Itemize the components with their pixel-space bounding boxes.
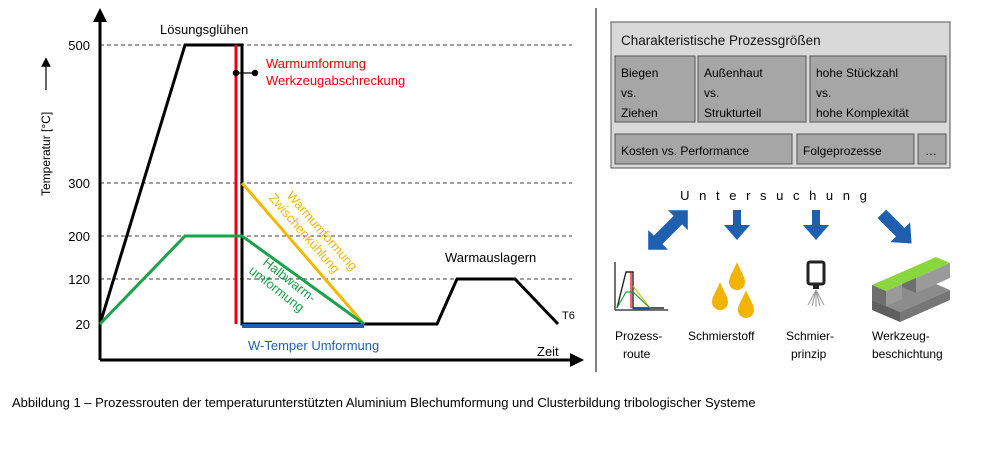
label-wtemper: W-Temper Umformung — [248, 338, 379, 353]
item-label-prinzip: prinzip — [791, 347, 827, 361]
label-warmumformung: Warmumformung — [266, 56, 366, 71]
param-strukturteil: Strukturteil — [704, 106, 761, 120]
item-label-schmier: Schmier- — [786, 329, 834, 343]
item-label-werkzeug: Werkzeug- — [872, 329, 930, 343]
label-warmauslagern: Warmauslagern — [445, 250, 536, 265]
param-kosten: Kosten vs. Performance — [621, 144, 749, 158]
double-arrow-icon — [648, 210, 688, 250]
item-label-prozess: Prozess- — [615, 329, 662, 343]
diagonal-arrow-icon — [877, 209, 912, 244]
process-parameter-panel: Charakteristische Prozessgrößen Biegen v… — [610, 21, 951, 169]
untersuchung-label: U n t e r s u c h u n g — [680, 188, 870, 203]
label-werkzeugabschreckung: Werkzeugabschreckung — [266, 73, 405, 88]
param-komplexitaet: hohe Komplexität — [816, 106, 909, 120]
param-box-folgeprozesse — [796, 133, 915, 165]
param-biegen: Biegen — [621, 66, 658, 80]
param-box-stueckzahl — [809, 55, 947, 123]
param-vs-1: vs. — [621, 86, 636, 100]
param-box-aussenhaut — [697, 55, 807, 123]
figure-caption: Abbildung 1 – Prozessrouten der temperat… — [12, 395, 756, 410]
item-label-route: route — [623, 347, 651, 361]
x-axis-arrow — [570, 353, 584, 367]
param-more: … — [925, 144, 937, 158]
label-t6: T6 — [562, 310, 575, 322]
process-route-icon — [614, 262, 668, 311]
y-tick-300: 300 — [68, 176, 90, 191]
y-tick-200: 200 — [68, 229, 90, 244]
param-vs-3: vs. — [816, 86, 831, 100]
param-aussenhaut: Außenhaut — [704, 66, 763, 80]
item-label-schmierstoff: Schmierstoff — [688, 329, 755, 343]
y-axis-arrow — [93, 8, 107, 22]
down-arrow-icon — [803, 210, 829, 240]
y-tick-500: 500 — [68, 38, 90, 53]
x-axis-label: Zeit — [537, 344, 559, 359]
param-box-more — [917, 133, 947, 165]
temperature-chart: Temperatur [°C] 500 300 200 120 20 Lösun… — [39, 8, 584, 367]
param-box-kosten — [614, 133, 793, 165]
arrows — [648, 209, 912, 250]
spray-nozzle-icon — [806, 260, 826, 307]
item-label-beschichtung: beschichtung — [872, 347, 943, 361]
down-arrow-icon — [724, 210, 750, 240]
route-halbwarmumformung — [98, 234, 365, 326]
param-vs-2: vs. — [704, 86, 719, 100]
oil-drops-icon — [712, 262, 754, 318]
param-folgeprozesse: Folgeprozesse — [803, 144, 882, 158]
coated-tool-icon — [872, 257, 950, 322]
y-tick-20: 20 — [76, 317, 90, 332]
y-axis-label: Temperatur [°C] — [39, 112, 53, 196]
route-zwischenkuehlung — [240, 182, 366, 325]
param-box-biegen — [614, 55, 696, 123]
y-tick-120: 120 — [68, 272, 90, 287]
panel-title: Charakteristische Prozessgrößen — [621, 33, 821, 48]
label-loesungsgluehen: Lösungsglühen — [160, 22, 248, 37]
param-stueckzahl: hohe Stückzahl — [816, 66, 898, 80]
param-ziehen: Ziehen — [621, 106, 658, 120]
